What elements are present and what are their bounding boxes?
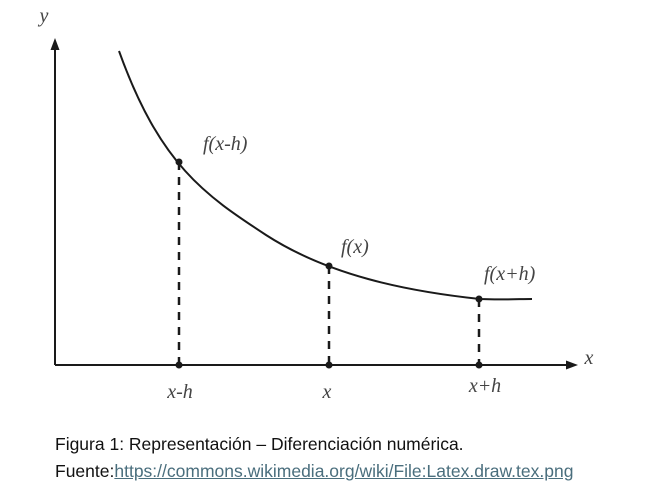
tick-label-center: x (322, 381, 332, 403)
curve-point-right (475, 295, 483, 303)
x-axis-label: x (584, 347, 594, 369)
caption-source: Fuente:https://commons.wikimedia.org/wik… (55, 458, 655, 485)
value-label-center: f(x) (341, 236, 369, 258)
numerical-differentiation-figure: y x f(x-h) f(x) f(x+h) x-h x x+h (38, 5, 594, 403)
tick-label-right: x+h (468, 375, 501, 397)
function-curve (118, 50, 533, 301)
tick-label-left: x-h (166, 381, 193, 403)
axis-point-center (325, 361, 333, 369)
figure-caption: Figura 1: Representación – Diferenciació… (55, 431, 655, 485)
caption-title: Figura 1: Representación – Diferenciació… (55, 434, 464, 454)
x-axis-arrowhead (566, 360, 578, 370)
axis-point-left (175, 361, 183, 369)
curve-point-left (175, 158, 183, 166)
curve-point-center (325, 262, 333, 270)
caption-source-prefix: Fuente: (55, 461, 115, 481)
y-axis-arrowhead (50, 38, 60, 50)
axis-point-right (475, 361, 483, 369)
value-label-right: f(x+h) (484, 263, 536, 285)
value-label-left: f(x-h) (203, 133, 248, 155)
source-link[interactable]: https://commons.wikimedia.org/wiki/File:… (114, 461, 574, 481)
y-axis-label: y (38, 5, 49, 27)
